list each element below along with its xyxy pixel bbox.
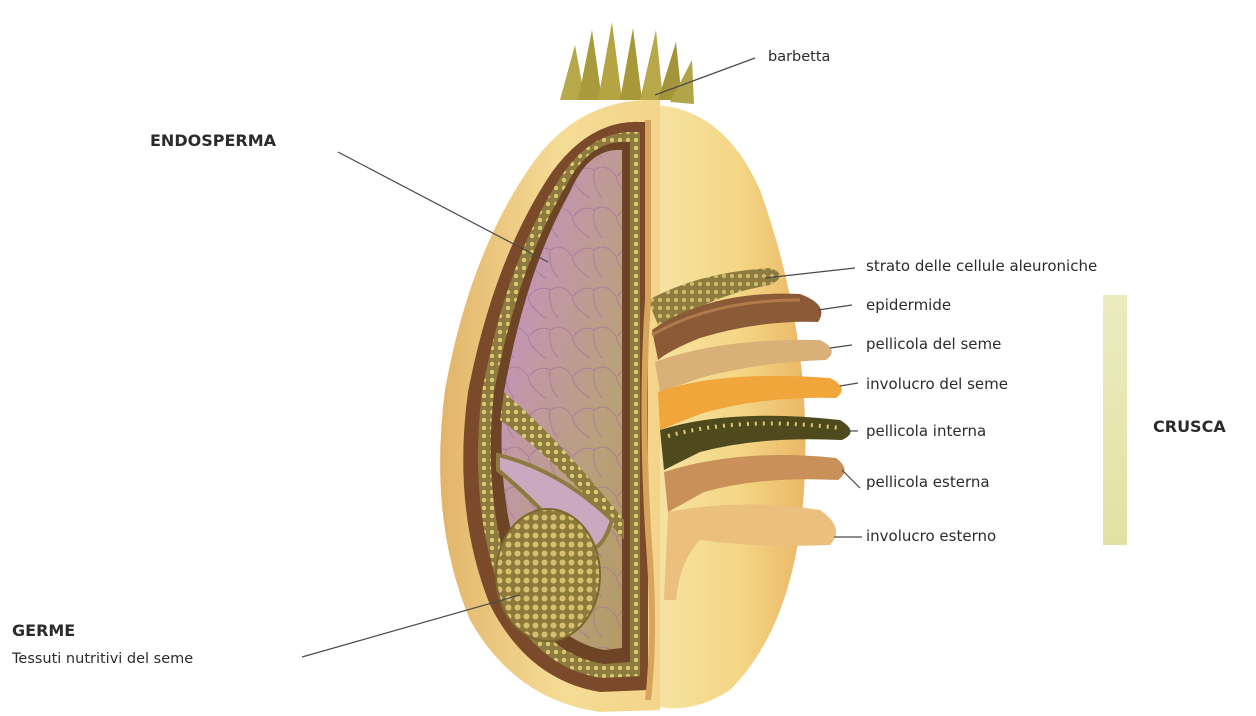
label-layer-aleurone: strato delle cellule aleuroniche (866, 257, 1097, 275)
label-crusca: CRUSCA (1153, 417, 1226, 436)
label-layer-epidermide: epidermide (866, 296, 951, 314)
label-germe-title: GERME (12, 621, 75, 640)
label-layer-pellicola-esterna: pellicola esterna (866, 473, 990, 491)
germ (496, 509, 600, 641)
leader-pellicola-esterna (842, 470, 860, 488)
label-layer-involucro-esterno: involucro esterno (866, 527, 996, 545)
label-endosperma: ENDOSPERMA (150, 131, 277, 150)
label-layer-pellicola-interna: pellicola interna (866, 422, 986, 440)
leader-involucro-seme (840, 383, 858, 386)
beard-hairs (560, 22, 694, 104)
label-germe-sub: Tessuti nutritivi del seme (11, 651, 193, 667)
label-barbetta: barbetta (768, 49, 830, 65)
crusca-bracket (1103, 295, 1127, 545)
label-layer-involucro-seme: involucro del seme (866, 375, 1008, 393)
leader-epidermide (818, 305, 852, 310)
label-layer-pellicola-seme: pellicola del seme (866, 335, 1001, 353)
leader-pellicola-seme (830, 345, 852, 348)
